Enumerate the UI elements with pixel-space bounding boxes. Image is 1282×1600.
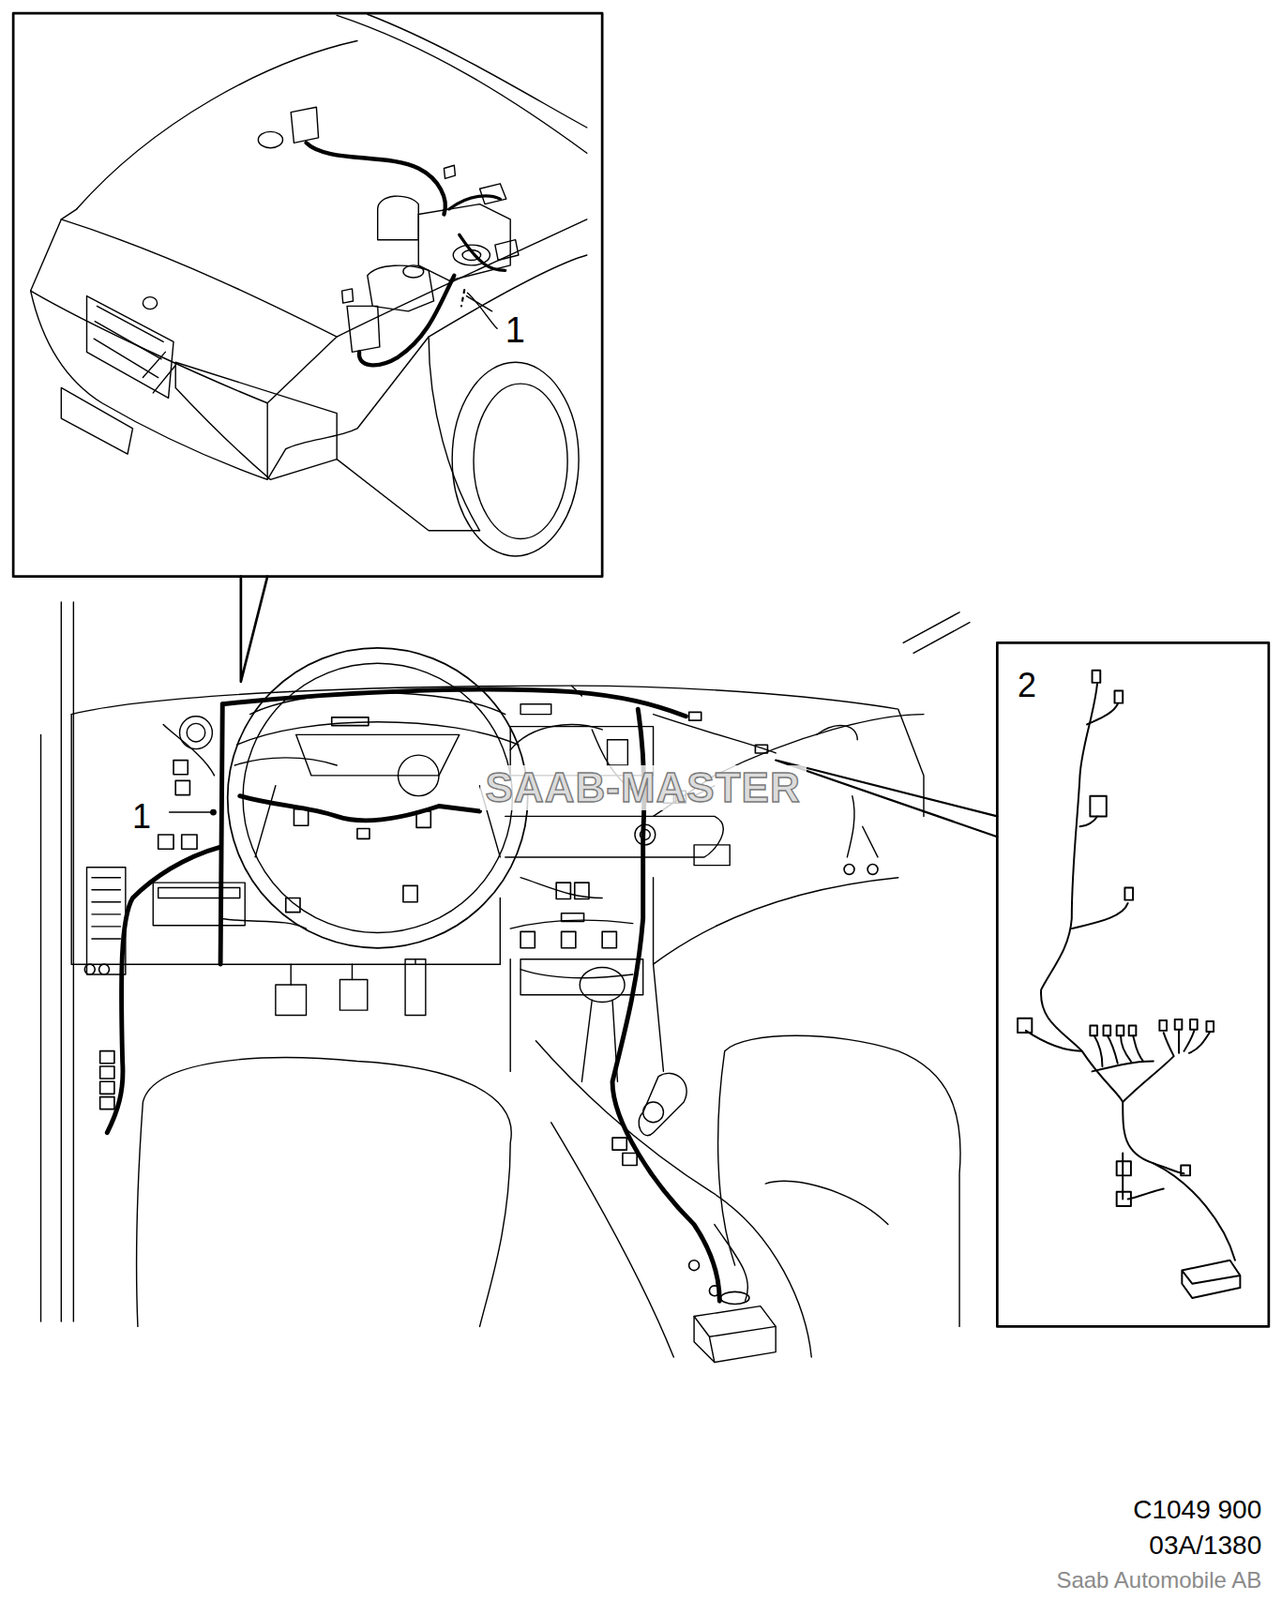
inset-frame <box>13 13 603 577</box>
callout-number: 1 <box>132 799 151 834</box>
callout-number: 2 <box>1017 668 1037 703</box>
figure-code: C1049 900 <box>1132 1496 1262 1524</box>
watermark: SAAB-MASTER <box>480 765 807 811</box>
copyright-note: Saab Automobile AB <box>1055 1568 1262 1592</box>
figure-code: 03A/1380 <box>1148 1532 1262 1559</box>
callout-number: 1 <box>505 312 526 348</box>
inset-frame <box>996 642 1269 1327</box>
